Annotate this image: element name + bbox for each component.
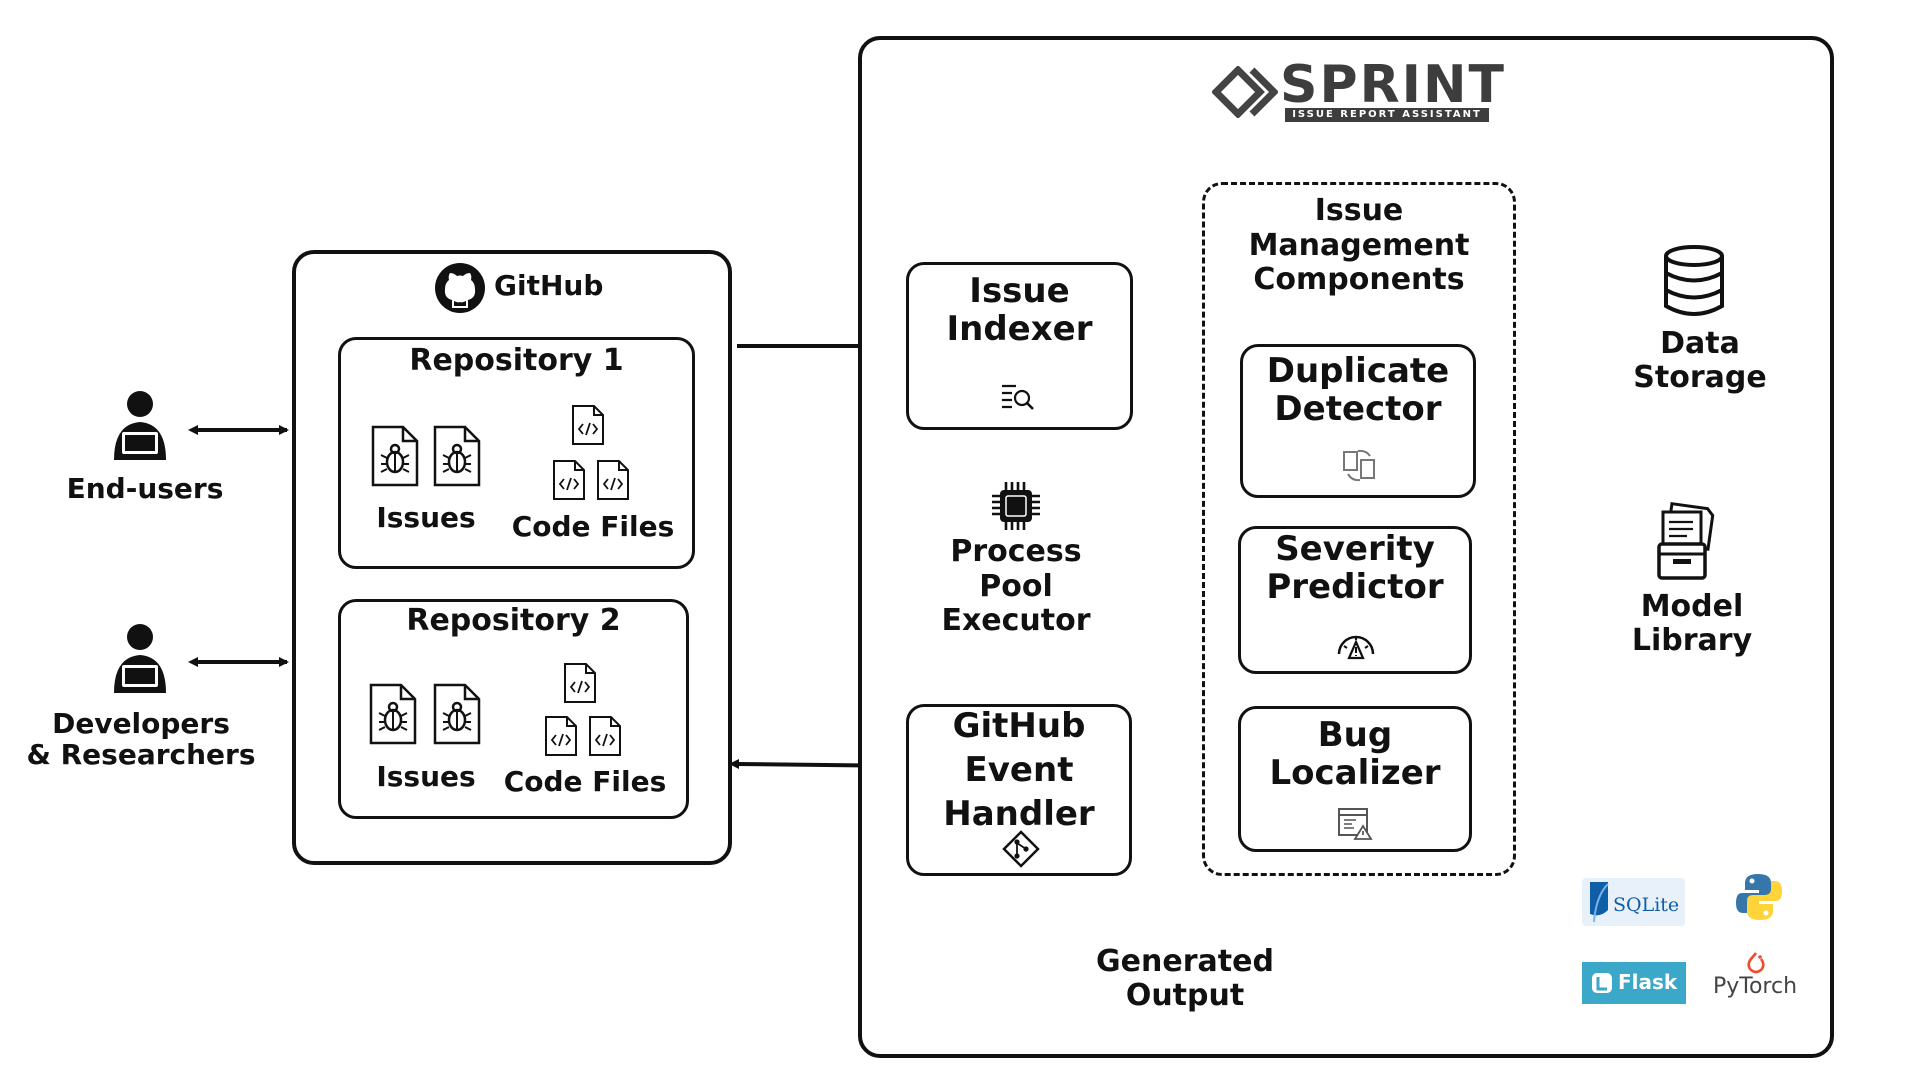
code-file-icon [553, 460, 585, 500]
bug-file-icon [371, 425, 419, 487]
process-pool-executor-label: Process Pool Executor [941, 534, 1091, 638]
github-title: GitHub [494, 269, 604, 302]
sqlite-label: SQLite [1613, 894, 1680, 916]
repository-2-title: Repository 2 [406, 603, 621, 638]
cpu-chip-icon [992, 482, 1040, 530]
developers-researchers-label: Developers & Researchers [26, 707, 256, 772]
model-library-cabinet-icon [1657, 502, 1715, 580]
pytorch-flame-icon [1747, 952, 1765, 974]
issue-indexer-label: Issue Indexer [946, 271, 1093, 350]
data-storage-label: Data Storage [1633, 326, 1767, 395]
database-icon [1664, 245, 1724, 316]
sqlite-logo: SQLite [1582, 878, 1685, 926]
end-users-label: End-users [66, 472, 224, 505]
python-logo-icon [1736, 874, 1782, 920]
repository-2-issues-label: Issues [376, 760, 476, 793]
flask-horn-icon [1592, 973, 1612, 993]
repository-1-box [338, 337, 695, 569]
repository-1-code-files-label: Code Files [511, 510, 675, 543]
developer-person-icon [114, 624, 166, 693]
pytorch-label: PyTorch [1712, 974, 1798, 999]
repository-1-issues-label: Issues [376, 501, 476, 534]
repository-1-title: Repository 1 [409, 343, 624, 378]
issue-indexer-box [906, 262, 1133, 430]
bug-localizer-label: Bug Localizer [1269, 715, 1441, 794]
duplicate-detector-label: Duplicate Detector [1266, 351, 1450, 430]
flask-label: Flask [1618, 970, 1678, 994]
end-user-person-icon [114, 391, 166, 460]
github-event-handler-label: GitHub Event Handler [943, 706, 1095, 835]
git-branch-icon [1002, 830, 1040, 868]
code-file-icon [545, 716, 577, 756]
bug-localize-code-icon [1338, 808, 1373, 840]
bug-file-icon [369, 683, 417, 745]
severity-predictor-label: Severity Predictor [1266, 529, 1444, 608]
code-file-icon [597, 460, 629, 500]
sqlite-feather-icon [1590, 882, 1609, 923]
duplicate-detector-box [1240, 344, 1476, 498]
search-index-icon [1002, 384, 1034, 410]
bug-file-icon [433, 683, 481, 745]
repository-2-code-files-label: Code Files [503, 765, 667, 798]
sprint-logo-subtitle: ISSUE REPORT ASSISTANT [1285, 108, 1489, 122]
code-file-icon [564, 663, 596, 703]
duplicate-files-icon [1343, 449, 1375, 482]
issue-management-components-title: Issue Management Components [1248, 193, 1470, 297]
generated-output-label: Generated Output [1096, 944, 1274, 1013]
sprint-logo-text: SPRINT [1280, 55, 1506, 115]
flask-logo: Flask [1582, 962, 1686, 1004]
github-logo-icon [435, 263, 485, 313]
severity-gauge-icon [1337, 635, 1375, 660]
code-file-icon [572, 405, 604, 445]
code-file-icon [589, 716, 621, 756]
bug-file-icon [433, 425, 481, 487]
model-library-label: Model Library [1631, 589, 1753, 658]
sprint-logo-icon [1212, 66, 1278, 118]
